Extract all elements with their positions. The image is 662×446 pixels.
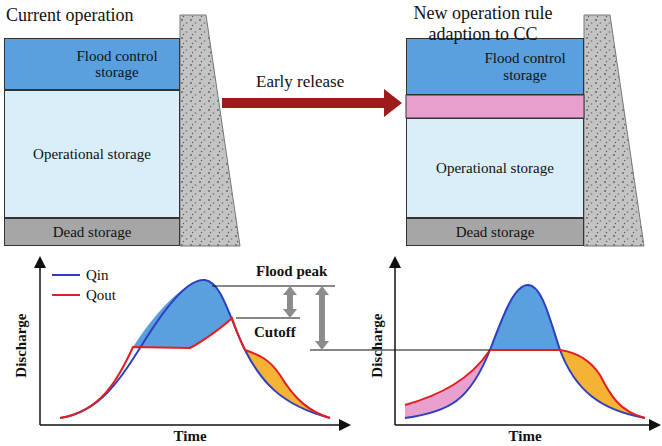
dam [584, 15, 644, 246]
outflow-curve [60, 318, 330, 418]
legend-sample [52, 274, 80, 276]
panel-title: Current operation [6, 5, 133, 26]
storage-band: Flood control storage [4, 38, 180, 90]
released-volume [245, 350, 330, 418]
double-arrow [283, 286, 297, 318]
legend-text: Qin [86, 267, 109, 284]
annotation: Flood peak [256, 263, 327, 280]
arrow-label: Early release [256, 72, 344, 92]
inflow-curve [60, 280, 330, 418]
band-label: Flood control storage [62, 48, 172, 81]
axis-title: Discharge [369, 313, 386, 377]
band-label: Operational storage [33, 146, 151, 163]
legend-sample [52, 294, 80, 296]
axis-title: Time [509, 428, 542, 445]
reference-line [212, 286, 335, 287]
storage-band: Dead storage [406, 218, 584, 246]
legend-text: Qout [86, 287, 116, 304]
band-label: Dead storage [53, 224, 132, 241]
axis [39, 262, 41, 425]
inflow-curve [405, 285, 645, 418]
axis-title: Time [174, 428, 207, 445]
storage-band: Flood control storage [406, 38, 584, 95]
axis-title: Discharge [13, 313, 30, 377]
axis [394, 262, 396, 425]
outflow-curve [405, 350, 645, 418]
dam [180, 15, 240, 246]
stored-volume [133, 280, 245, 350]
axis [395, 424, 655, 426]
band-label: Dead storage [456, 224, 535, 241]
storage-band: Dead storage [4, 218, 180, 246]
storage-band: Operational storage [4, 90, 180, 218]
annotation: Cutoff [254, 324, 296, 341]
reference-line [236, 318, 300, 319]
double-arrow [315, 286, 329, 350]
early-release-volume [405, 350, 490, 418]
band-label: Flood control storage [470, 50, 580, 83]
reference-line [310, 350, 490, 351]
released-volume [560, 350, 645, 418]
axis [40, 424, 345, 426]
panel-title: New operation rule adaption to CC [394, 3, 572, 44]
storage-band: Operational storage [406, 118, 584, 218]
band-label: Operational storage [436, 160, 554, 177]
early-release-arrow [222, 89, 402, 117]
early-release-band [406, 95, 584, 118]
